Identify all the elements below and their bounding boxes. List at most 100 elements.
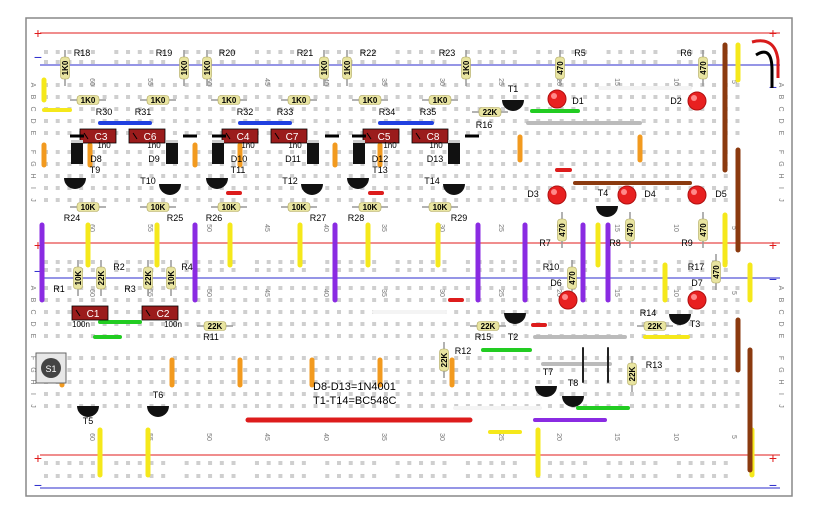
hole [641,131,646,135]
column-number: 45 [263,78,270,86]
hole [700,107,705,111]
hole [712,150,717,154]
hole [501,461,506,465]
hole [465,286,470,290]
hole [231,174,236,178]
hole [571,95,576,99]
hole [465,198,470,202]
resistor-value: 1K0 [180,60,189,75]
hole [348,298,353,302]
resistor-label: R19 [156,48,173,58]
hole [325,50,330,54]
hole [653,380,658,384]
hole [372,50,377,54]
hole [407,268,412,272]
hole [149,380,154,384]
hole [126,198,131,202]
hole [547,322,552,326]
hole [278,268,283,272]
row-letter: D [29,321,36,326]
hole [126,310,131,314]
hole [501,392,506,396]
hole [161,474,166,478]
hole [337,174,341,178]
resistor-value: 1K0 [363,96,378,105]
hole [231,368,236,372]
resistor-body [60,56,70,80]
resistor-body [555,56,565,80]
hole [137,474,142,478]
hole [489,310,494,314]
hole [149,107,154,111]
hole [512,356,517,360]
hole [44,404,48,408]
led-label: D4 [644,189,656,199]
hole [55,162,60,166]
hole [172,368,177,372]
hole [630,174,634,178]
hole [348,107,353,111]
hole [536,60,541,64]
hole [430,150,435,154]
hole [594,286,599,290]
hole [348,310,353,314]
hole [114,260,119,264]
led-body [687,91,707,111]
hole [149,334,154,338]
hole [430,268,435,272]
minus-sign: − [34,477,42,493]
hole [290,150,295,154]
hole [337,404,341,408]
hole [735,298,740,302]
hole [126,298,131,302]
hole [196,298,201,302]
hole [266,310,271,314]
hole [126,392,131,396]
hole [278,334,283,338]
hole [676,95,681,99]
hole [524,356,529,360]
transistor: T4 [596,188,618,217]
hole [348,268,353,272]
capacitor-body [411,128,449,144]
hole [67,474,72,478]
led-body [687,185,707,205]
led-label: D2 [670,96,682,106]
capacitor-value: 1n0 [383,141,397,150]
hole [149,368,154,372]
hole [161,380,166,384]
hole [688,404,693,408]
hole [196,310,201,314]
hole [547,461,552,465]
battery-lead-red [751,39,780,78]
resistor-body [557,218,567,242]
resistor-body [698,218,708,242]
hole [219,356,224,360]
hole [618,186,623,190]
hole [723,404,728,408]
hole [325,162,330,166]
hole [407,334,412,338]
hole [465,260,470,264]
hole [79,186,84,190]
hole [630,474,634,478]
hole [102,95,107,99]
hole [44,50,48,54]
resistor-label: R22 [360,48,377,58]
hole [137,380,142,384]
resistor-label: R29 [451,213,468,223]
row-letter: E [29,131,36,136]
hole [137,186,142,190]
capacitor-value: 1n0 [429,141,443,150]
transistor-label: T12 [282,176,298,186]
column-number: 10 [672,433,679,441]
hole [55,392,60,396]
resistor-value: 10K [74,270,83,285]
hole [102,368,107,372]
hole [79,60,84,64]
row-letter: A [777,286,784,291]
